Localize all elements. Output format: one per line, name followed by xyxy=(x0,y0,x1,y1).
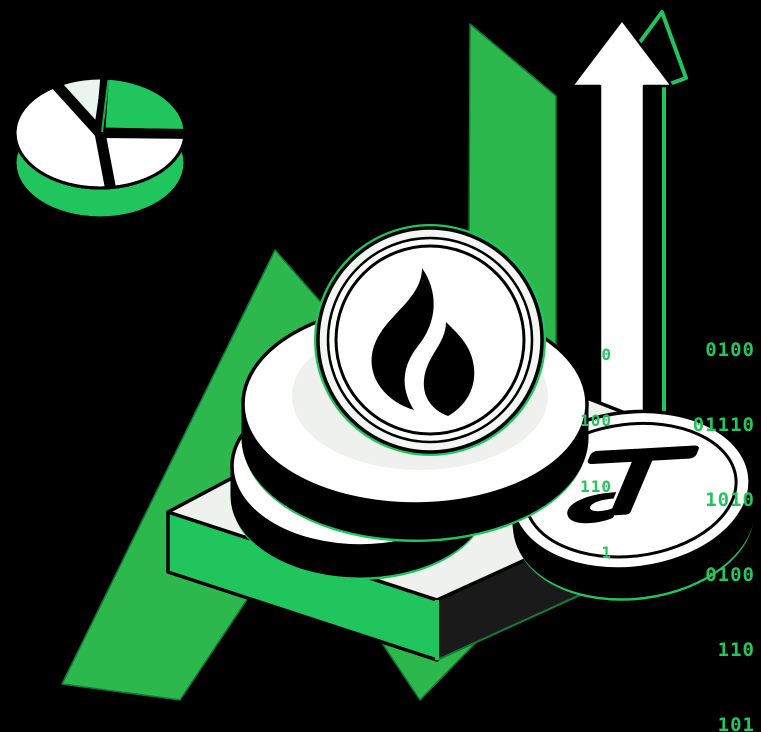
pie-separator-b xyxy=(95,78,111,138)
pie-chart-top-rim xyxy=(13,76,187,190)
coin-huobi-token xyxy=(314,224,546,456)
pie-chart xyxy=(13,76,187,220)
coin-huobi-ring-2 xyxy=(334,244,526,436)
pie-accent-line xyxy=(101,78,111,133)
pie-separator-c xyxy=(95,128,185,139)
pie-separator-a xyxy=(46,78,106,139)
coin-tether xyxy=(509,409,755,601)
huobi-flame-icon xyxy=(371,268,475,416)
pie-separator-d xyxy=(94,127,118,188)
tether-usdt-icon xyxy=(567,445,699,524)
